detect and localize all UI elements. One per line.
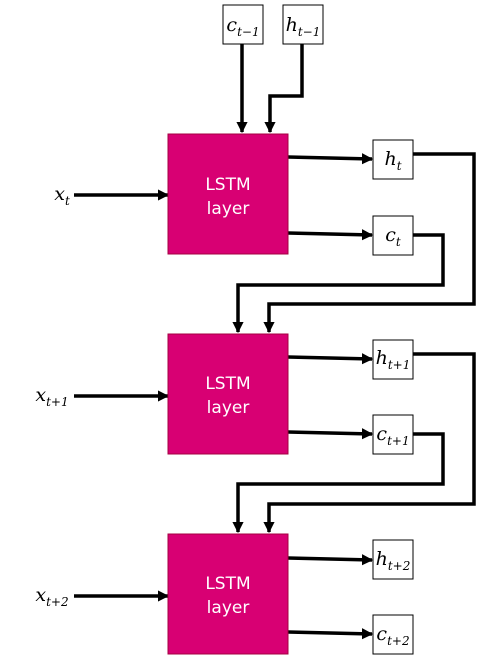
lstm-label-line1: LSTM (205, 175, 250, 195)
input-x-t-label: xt (54, 183, 70, 208)
arrow-lstm-3-to-c-t2 (287, 628, 374, 640)
input-x-t1-label: xt+1 (35, 384, 68, 409)
box-outline (372, 414, 414, 455)
h-t1-label: ht+1 (376, 347, 411, 372)
wire-h-t-to-lstm-2 (263, 152, 476, 334)
output-h-t2-box: ht+2 (372, 539, 414, 580)
initial-cell-state-box: ct−1 (222, 4, 264, 45)
c-t1-label: ct+1 (376, 423, 409, 448)
output-h-t1-box: ht+1 (372, 339, 414, 380)
arrow-h-prev-to-lstm-1 (264, 44, 304, 134)
lstm-block-3: LSTM layer (167, 533, 289, 655)
h-t2-label: ht+2 (376, 548, 411, 573)
box-outline (372, 339, 414, 380)
lstm-label-line2: layer (207, 398, 250, 418)
output-c-t1-box: ct+1 (372, 414, 414, 455)
wire-c-t1-to-lstm-3 (232, 432, 445, 534)
output-c-t2-box: ct+2 (372, 614, 414, 655)
output-h-t-box: ht (372, 139, 414, 180)
box-outline (372, 139, 414, 180)
arrow-lstm-1-to-h-t (287, 153, 374, 165)
box-outline (372, 614, 414, 655)
box-outline (222, 4, 264, 45)
arrow-lstm-3-to-h-t2 (287, 554, 374, 566)
lstm-block-shape (167, 333, 289, 455)
arrow-lstm-2-to-h-t1 (287, 353, 374, 365)
initial-hidden-state-box: ht−1 (282, 4, 324, 45)
h-t-label: ht (384, 148, 401, 173)
lstm-label-line1: LSTM (205, 374, 250, 394)
lstm-block-shape (167, 533, 289, 655)
box-outline (282, 4, 324, 45)
lstm-block-2: LSTM layer (167, 333, 289, 455)
c-prev-label: ct−1 (226, 14, 259, 39)
lstm-block-shape (167, 133, 289, 255)
output-c-t-box: ct (372, 215, 414, 256)
connections (74, 44, 476, 640)
lstm-block-1: LSTM layer (167, 133, 289, 255)
wire-h-t1-to-lstm-3 (263, 352, 476, 534)
box-outline (372, 539, 414, 580)
lstm-label-line2: layer (207, 199, 250, 219)
c-t2-label: ct+2 (376, 623, 409, 648)
input-x-t2-label: xt+2 (35, 584, 68, 609)
c-t-label: ct (385, 224, 401, 249)
lstm-label-line2: layer (207, 598, 250, 618)
box-outline (372, 215, 414, 256)
arrow-lstm-2-to-c-t1 (287, 428, 374, 440)
lstm-label-line1: LSTM (205, 574, 250, 594)
h-prev-label: ht−1 (286, 14, 321, 39)
arrow-lstm-1-to-c-t (287, 229, 374, 241)
wire-c-t-to-lstm-2 (232, 233, 445, 334)
